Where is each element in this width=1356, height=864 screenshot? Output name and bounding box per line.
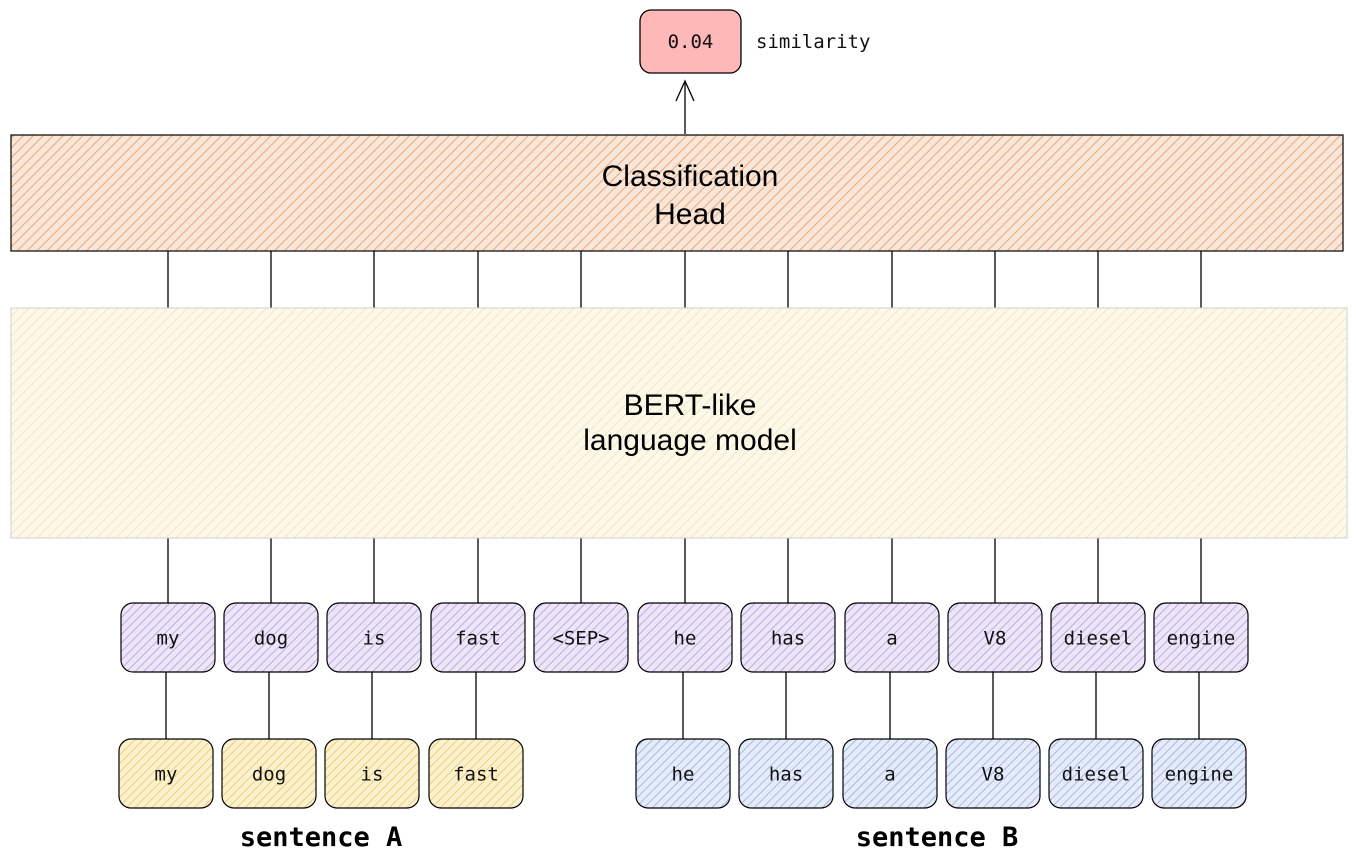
model-token-fast-label: fast [455, 628, 501, 650]
classification-head-title-line1: Classification [602, 160, 779, 193]
model-token-fast-box [430, 602, 526, 673]
sentence-b-label: sentence B [856, 822, 1019, 853]
model-token-sep: <SEP> [533, 602, 629, 673]
model-token-v8: V8 [947, 602, 1043, 673]
sentence-b-token-he-box [635, 738, 731, 809]
model-token-has: has [740, 602, 836, 673]
connector-lines [165, 251, 1202, 739]
model-token-dog: dog [223, 602, 319, 673]
model-token-fast: fast [430, 602, 526, 673]
sentence-b-token-diesel: diesel [1048, 738, 1144, 809]
model-token-he: he [637, 602, 733, 673]
sentence-b-token-diesel-box [1048, 738, 1144, 809]
sentence-b-token-row: he has a V8 diesel engine [635, 738, 1247, 809]
language-model-title-line2: language model [583, 424, 797, 457]
sentence-b-token-engine: engine [1151, 738, 1247, 809]
model-token-dog-label: dog [254, 628, 288, 650]
sentence-b-token-has: has [738, 738, 834, 809]
model-token-row: my dog is fast <SEP> he has a V8 diesel engine [120, 602, 1249, 673]
sentence-a-label: sentence A [240, 822, 403, 853]
classification-head-box [10, 134, 1344, 252]
sentence-b-token-he: he [635, 738, 731, 809]
sentence-b-token-v8: V8 [945, 738, 1041, 809]
model-token-engine: engine [1153, 602, 1249, 673]
score-value: 0.04 [668, 31, 714, 53]
model-token-engine-label: engine [1167, 628, 1236, 650]
language-model: BERT-like language model [10, 307, 1348, 539]
similarity-label: similarity [756, 31, 870, 53]
sentence-a-token-dog-label: dog [252, 764, 286, 786]
model-token-diesel-box [1050, 602, 1146, 673]
model-token-sep-box [533, 602, 629, 673]
model-token-is-box [326, 602, 422, 673]
model-token-has-box [740, 602, 836, 673]
sentence-b-token-he-label: he [672, 764, 695, 786]
sentence-a-token-my-label: my [155, 764, 178, 786]
sentence-b-token-a-label: a [884, 764, 895, 786]
sentence-a-token-my: my [118, 738, 214, 809]
model-token-he-box [637, 602, 733, 673]
model-token-diesel-label: diesel [1064, 628, 1133, 650]
sentence-a-token-fast-box [428, 738, 524, 809]
sentence-b-token-engine-box [1151, 738, 1247, 809]
sentence-a-token-is: is [324, 738, 420, 809]
sentence-a-token-is-box [324, 738, 420, 809]
model-token-he-label: he [674, 628, 697, 650]
model-token-engine-box [1153, 602, 1249, 673]
language-model-title-line1: BERT-like [624, 389, 757, 422]
model-token-a-box [844, 602, 940, 673]
sentence-a-token-is-label: is [361, 764, 384, 786]
sentence-b-token-engine-label: engine [1165, 764, 1234, 786]
sentence-b-token-diesel-label: diesel [1062, 764, 1131, 786]
model-token-v8-label: V8 [984, 628, 1007, 650]
model-token-diesel: diesel [1050, 602, 1146, 673]
model-token-dog-box [223, 602, 319, 673]
sentence-a-token-dog: dog [221, 738, 317, 809]
model-token-a: a [844, 602, 940, 673]
model-token-a-label: a [886, 628, 897, 650]
model-token-v8-box [947, 602, 1043, 673]
model-token-my: my [120, 602, 216, 673]
similarity-score: 0.04 [639, 9, 742, 74]
model-token-is: is [326, 602, 422, 673]
sentence-a-token-dog-box [221, 738, 317, 809]
sentence-b-token-v8-label: V8 [982, 764, 1005, 786]
sentence-a-token-fast: fast [428, 738, 524, 809]
sentence-a-token-row: my dog is fast [118, 738, 524, 809]
sentence-b-token-a-box [842, 738, 938, 809]
model-token-sep-label: <SEP> [552, 628, 609, 650]
sentence-b-token-v8-box [945, 738, 1041, 809]
sentence-b-token-has-box [738, 738, 834, 809]
model-token-my-box [120, 602, 216, 673]
sentence-b-token-a: a [842, 738, 938, 809]
sentence-b-token-has-label: has [769, 764, 803, 786]
output-arrow [675, 79, 695, 134]
score-box [639, 9, 742, 74]
sentence-a-token-fast-label: fast [453, 764, 499, 786]
model-token-is-label: is [363, 628, 386, 650]
sentence-a-token-my-box [118, 738, 214, 809]
model-token-my-label: my [157, 628, 180, 650]
language-model-box [10, 307, 1348, 539]
classification-head: Classification Head [10, 134, 1344, 252]
classification-head-title-line2: Head [654, 198, 726, 231]
model-token-has-label: has [771, 628, 805, 650]
